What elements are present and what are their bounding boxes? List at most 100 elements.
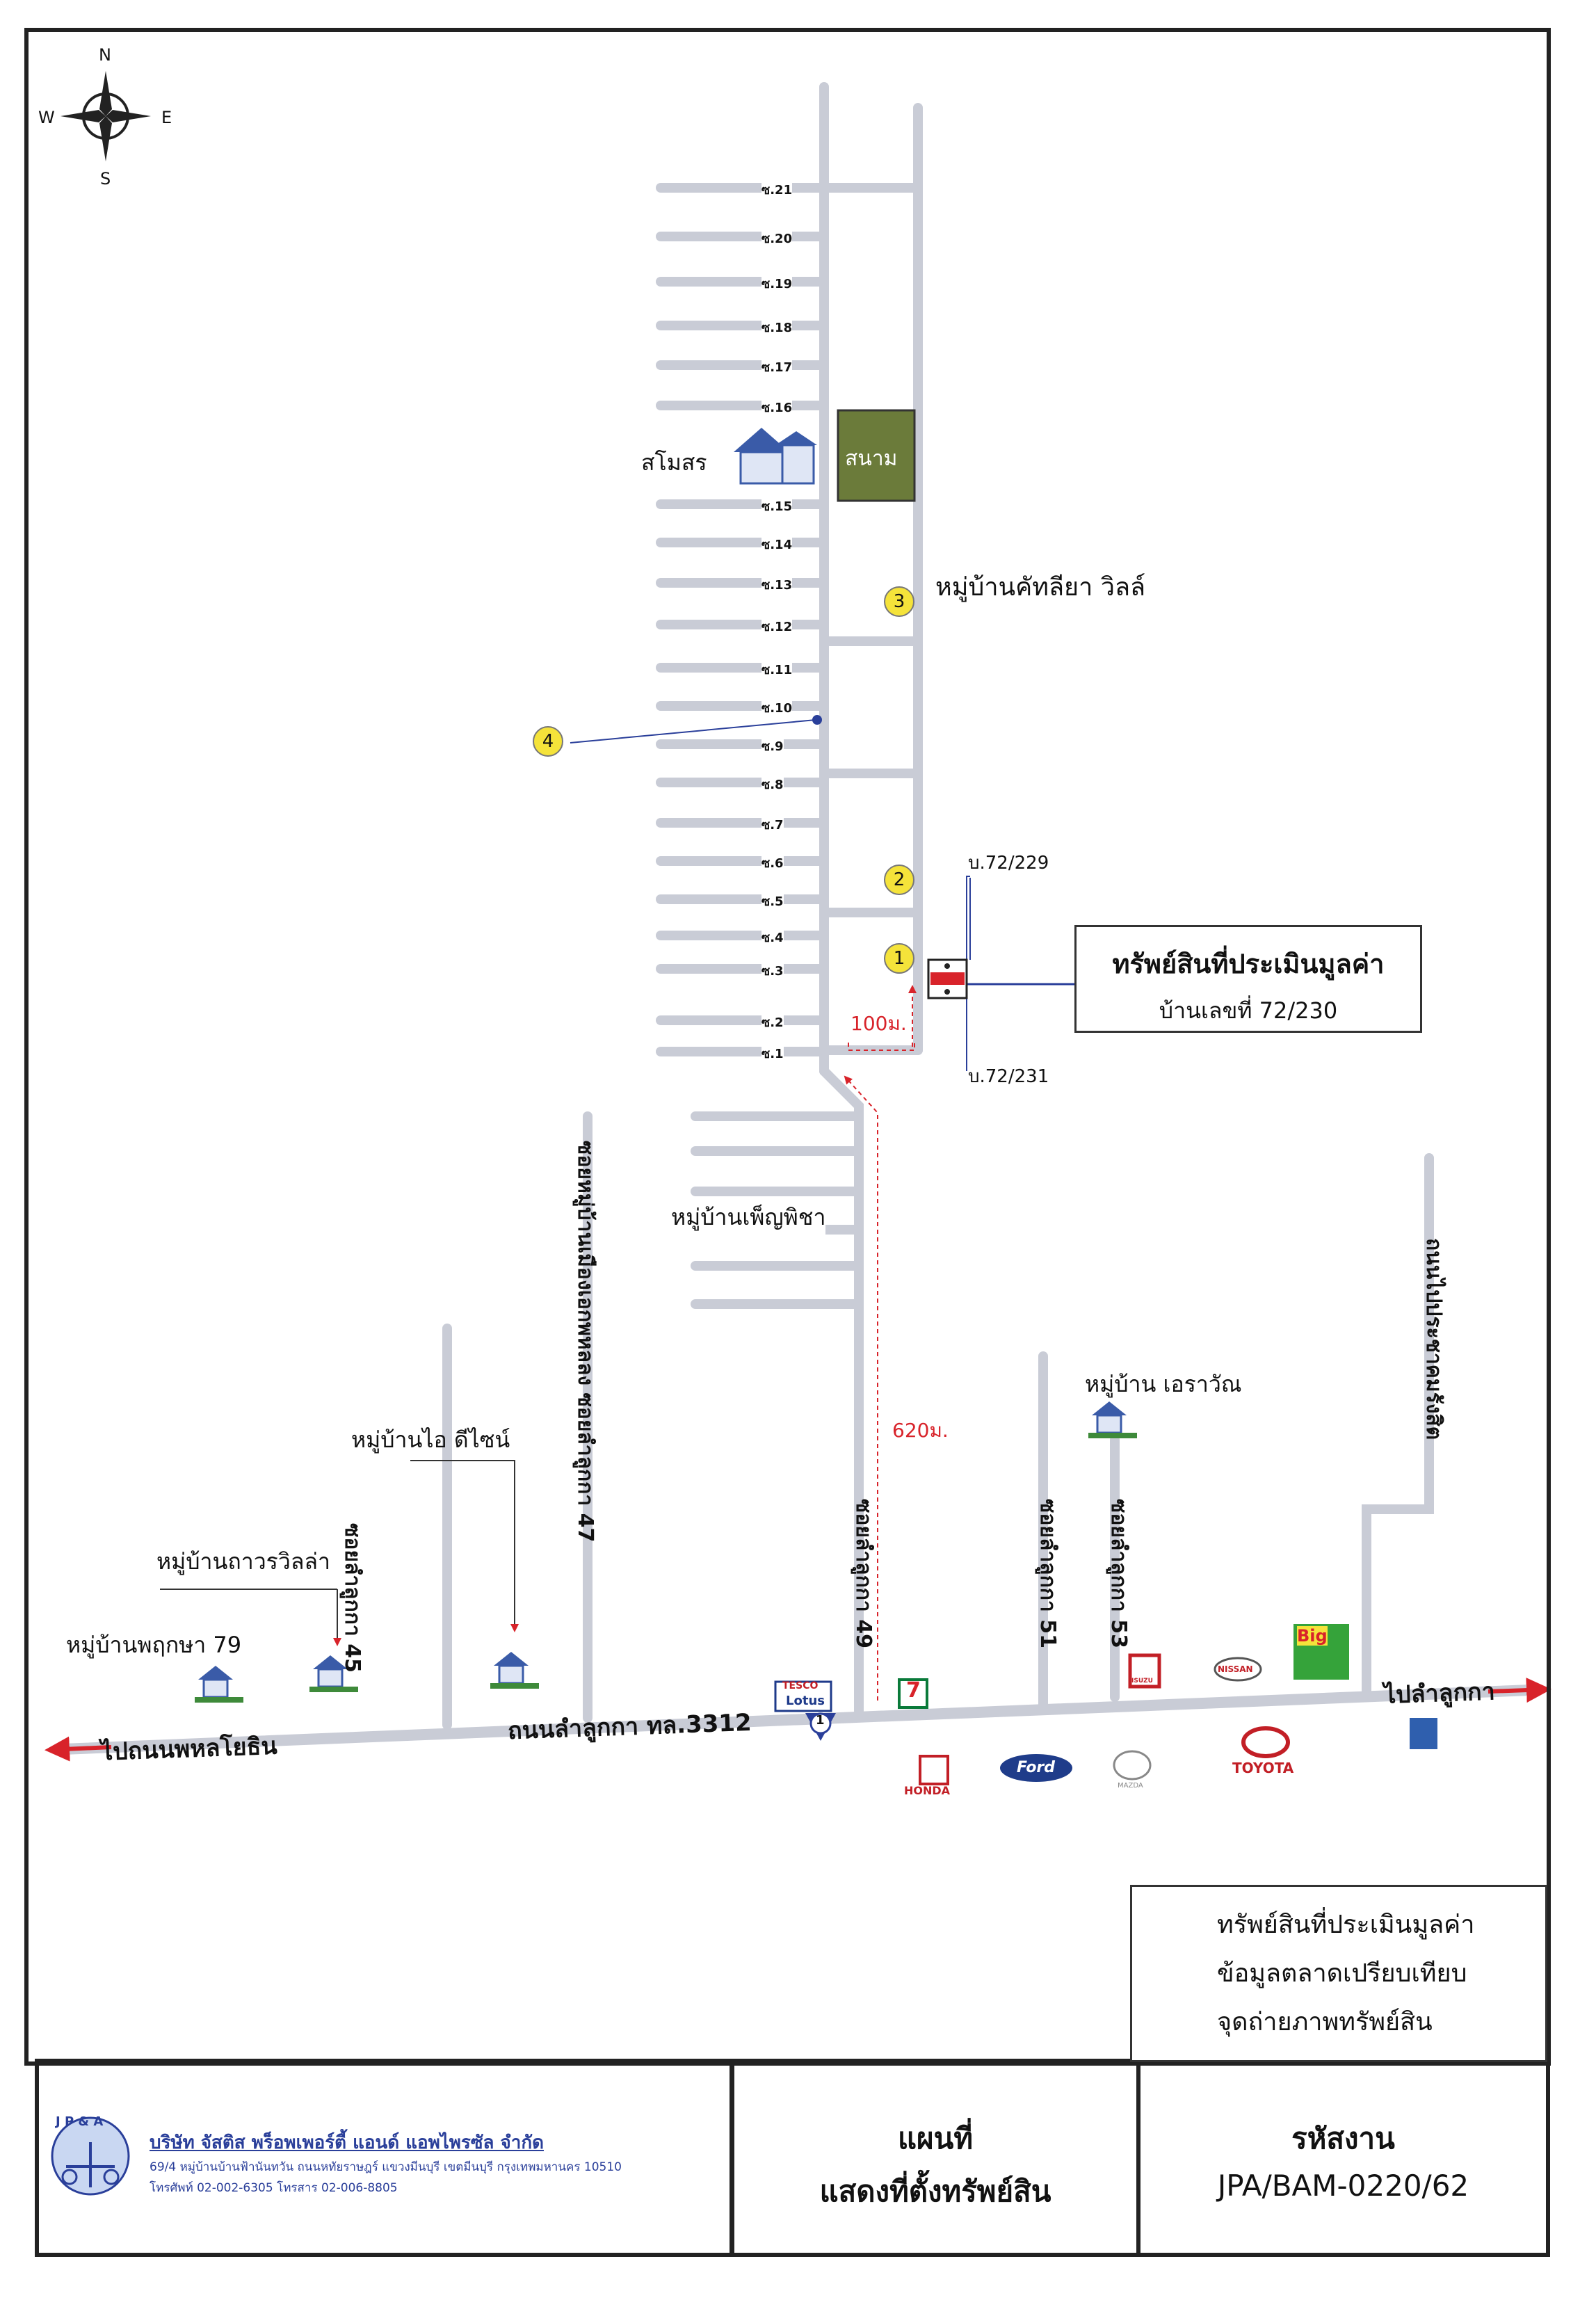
distance-620-arrow: [844, 1075, 878, 1701]
big-c-text: Big: [1297, 1626, 1328, 1646]
legend-photo-point-label: จุดถ่ายภาพทรัพย์สิน: [1217, 2008, 1433, 2036]
road-network: [57, 82, 1535, 1755]
soi-number-label: ซ.19: [761, 273, 793, 294]
arrow-west: [45, 1736, 112, 1762]
tesco-lotus-logo: [774, 1680, 832, 1712]
soi-number-label: ซ.10: [761, 698, 793, 718]
soi-number-label: ซ.20: [761, 228, 793, 248]
subject-callout-title: ทรัพย์สินที่ประเมินมูลค่า: [1112, 949, 1385, 979]
ford-text: Ford: [1017, 1759, 1056, 1776]
house-72-231-label: บ.72/231: [968, 1066, 1049, 1087]
honda-logo: [919, 1755, 949, 1785]
soi-number-label: ซ.8: [761, 774, 784, 794]
comparable-4-point: [812, 715, 822, 725]
soi-51-label: ซอยลำลูกกา 51: [1035, 1499, 1060, 1648]
comparable-marker-2: 2: [884, 865, 914, 895]
village-kattaliya-label: หมู่บ้านคัทลียา วิลล์: [935, 573, 1146, 602]
map-title-line-2: แสดงที่ตั้งทรัพย์สิน: [819, 2174, 1051, 2208]
village-house-icons: [195, 1401, 1137, 1703]
lotus-text: Lotus: [786, 1694, 825, 1708]
village-i-design-label: หมู่บ้านไอ ดีไซน์: [351, 1426, 510, 1453]
tesco-text: TESCO: [782, 1680, 819, 1691]
soi-49-label: ซอยลำลูกกา 49: [851, 1499, 876, 1648]
soi-number-label: ซ.1: [761, 1043, 784, 1063]
soi-number-label: ซ.3: [761, 960, 784, 981]
legend-subject-label: ทรัพย์สินที่ประเมินมูลค่า: [1217, 1911, 1475, 1939]
soi-number-label: ซ.14: [761, 534, 793, 554]
compass-e-label: E: [161, 108, 172, 127]
comparable-marker-1: 1: [884, 943, 914, 974]
brand-logos: [774, 1624, 1437, 1785]
job-code-label: รหัสงาน: [1291, 2121, 1395, 2155]
club-label: สโมสร: [641, 449, 707, 476]
club-house-icon: [734, 428, 817, 485]
field-block: [837, 409, 916, 502]
comparable-4-leader: [570, 719, 816, 743]
nissan-text: NISSAN: [1218, 1664, 1253, 1674]
seven-eleven-text: 7: [906, 1678, 921, 1703]
distance-100-path: [848, 1042, 915, 1051]
company-name: บริษัท จัสติส พร็อพเพอร์ตี้ แอนด์ แอพไพร…: [150, 2132, 544, 2153]
toyota-text: TOYOTA: [1232, 1760, 1294, 1776]
compass-w-label: W: [38, 108, 55, 127]
subject-callout-address: บ้านเลขที่ 72/230: [1159, 997, 1338, 1024]
soi-number-label: ซ.4: [761, 927, 784, 947]
honda-text: HONDA: [904, 1784, 951, 1797]
soi-number-label: ซ.11: [761, 659, 793, 680]
soi-47-label: ซอยหมู่บ้านเมืองเอกพหลลง ซอยลำลูกกา 47: [573, 1141, 597, 1543]
soi-number-label: ซ.21: [761, 179, 793, 200]
subject-property-marker: [927, 958, 968, 999]
ford-logo: [1000, 1754, 1072, 1782]
comparable-marker-4: 4: [533, 726, 563, 757]
job-code-value: JPA/BAM-0220/62: [1217, 2169, 1469, 2203]
highway-sign-icon: [1410, 1718, 1437, 1749]
distance-620-label: 620ม.: [892, 1419, 949, 1442]
legend-comparable-label: ข้อมูลตลาดเปรียบเทียบ: [1217, 1959, 1467, 1988]
isuzu-logo: [1128, 1653, 1161, 1689]
village-erawan-label: หมู่บ้าน เอราวัณ: [1085, 1371, 1242, 1397]
village-thawon-label: หมู่บ้านถาวรวิลล่า: [156, 1548, 330, 1575]
mazda-logo: [1113, 1750, 1152, 1781]
soi-45-label: ซอยลำลูกกา 45: [340, 1523, 364, 1673]
soi-number-label: ซ.15: [761, 496, 793, 516]
toyota-logo: [1241, 1726, 1290, 1758]
company-phone: โทรศัพท์ 02-002-6305 โทรสาร 02-006-8805: [150, 2181, 398, 2195]
arrow-east: [1488, 1678, 1551, 1703]
field-label: สนาม: [845, 447, 898, 471]
subject-property-callout: ทรัพย์สินที่ประเมินมูลค่า บ้านเลขที่ 72/…: [1074, 925, 1422, 1033]
soi-number-label: ซ.7: [761, 814, 784, 835]
comparable-marker-3: 3: [884, 586, 914, 617]
to-lamlukka-label: ไปลำลูกกา: [1383, 1678, 1496, 1710]
soi-number-label: ซ.2: [761, 1012, 784, 1032]
to-phahon-label: ไปถนนพหลโยธิน: [100, 1732, 278, 1767]
company-logo: [51, 2116, 130, 2196]
photo-point-number: 1: [816, 1713, 825, 1728]
house-72-229-label: บ.72/229: [968, 853, 1049, 874]
soi-number-label: ซ.9: [761, 736, 784, 756]
soi-53-label: ซอยลำลูกกา 53: [1106, 1499, 1131, 1648]
legend-box: [1130, 1885, 1547, 2062]
company-logo-text: J P & A: [56, 2114, 104, 2129]
soi-number-label: ซ.16: [761, 397, 793, 417]
map-title-line-1: แผนที่: [897, 2121, 974, 2155]
soi-number-label: ซ.5: [761, 891, 784, 911]
village-phensicha-label: หมู่บ้านเพ็ญพิชา: [671, 1200, 826, 1235]
isuzu-text: ISUZU: [1131, 1678, 1153, 1685]
compass-n-label: N: [99, 45, 111, 65]
company-address: 69/4 หมู่บ้านบ้านฟ้านันทวัน ถนนหทัยราษฎร…: [150, 2160, 622, 2174]
road-east-label: ถนนไปประชาคมรังสิต: [1421, 1238, 1446, 1440]
compass-rose-icon: [61, 71, 151, 161]
pointer-line: [410, 1460, 515, 1469]
soi-number-label: ซ.17: [761, 357, 793, 377]
soi-number-label: ซ.18: [761, 317, 793, 337]
map-frame: [24, 28, 1551, 2066]
village-phruksa-label: หมู่บ้านพฤกษา 79: [66, 1632, 242, 1658]
soi-number-label: ซ.12: [761, 616, 793, 636]
soi-number-label: ซ.6: [761, 853, 784, 873]
seven-eleven-logo: [898, 1678, 928, 1709]
soi-number-label: ซ.13: [761, 574, 793, 595]
photo-point-marker: [805, 1712, 836, 1741]
nissan-logo: [1214, 1657, 1262, 1682]
mazda-text: MAZDA: [1118, 1782, 1143, 1790]
